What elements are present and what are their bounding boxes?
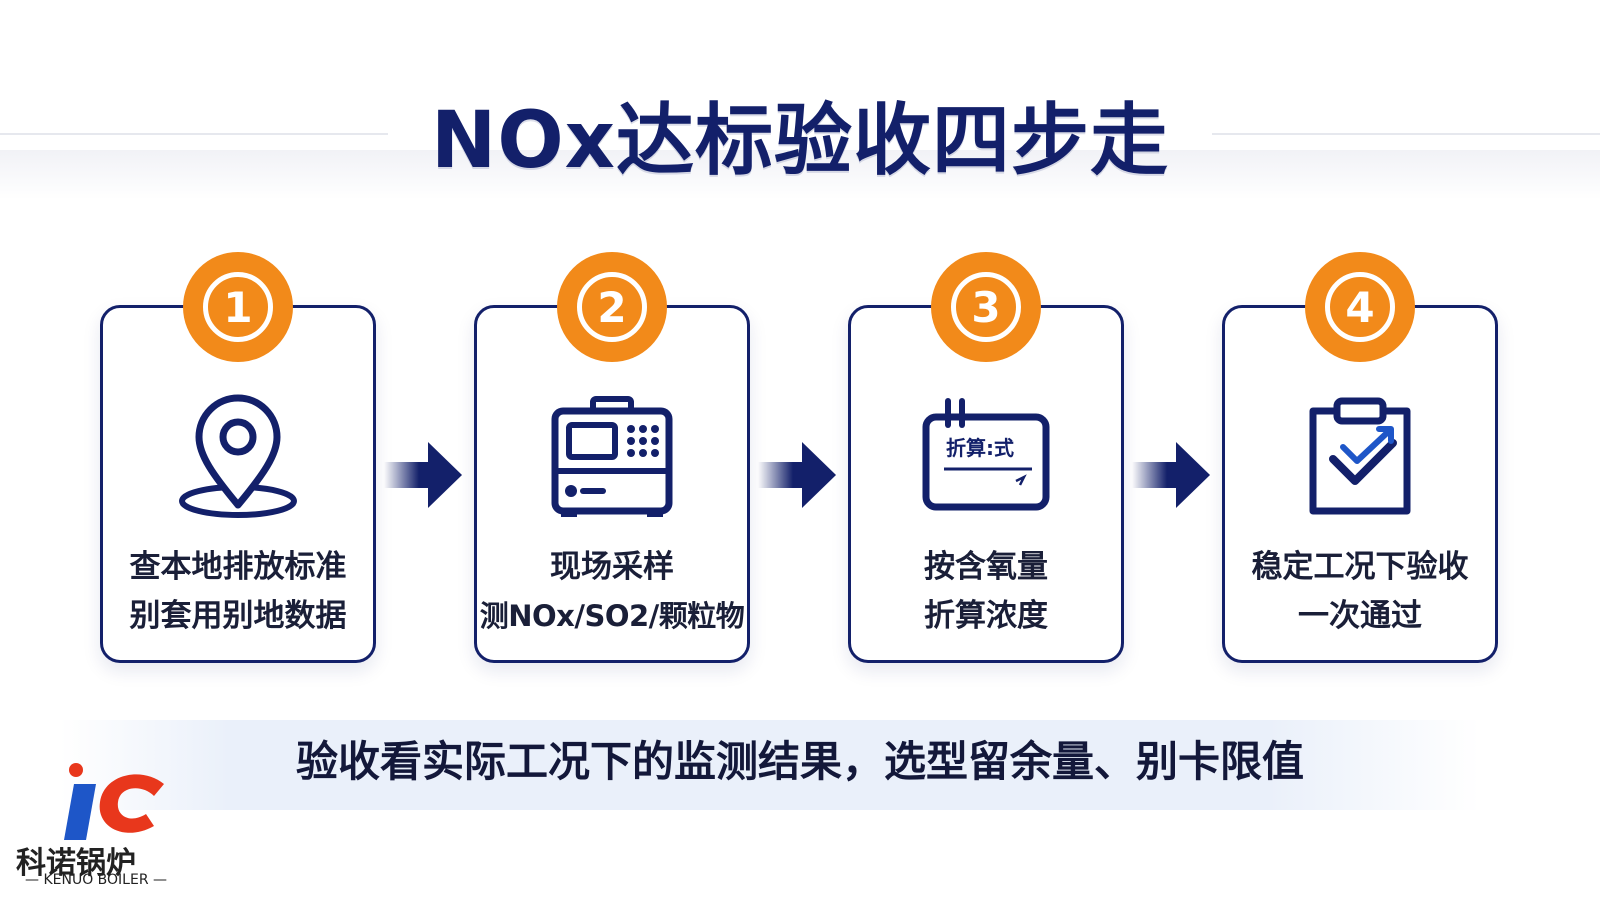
formula-text: 折算:式 [946, 436, 1014, 460]
page-title: NOx达标验收四步走 [431, 96, 1169, 186]
kenuo-logo-icon [64, 763, 164, 840]
logo-name: 科诺锅炉 [16, 846, 136, 881]
step-number-1: 1 [203, 272, 273, 342]
step-number-4: 4 [1325, 272, 1395, 342]
step-number-3: 3 [951, 272, 1021, 342]
step-1-line2: 别套用别地数据 [129, 598, 347, 634]
arrow-right-icon [384, 442, 462, 508]
gas-analyzer-icon [551, 396, 673, 517]
step-4-line2: 一次通过 [1298, 598, 1422, 634]
summary-text: 验收看实际工况下的监测结果，选型留余量、别卡限值 [295, 737, 1304, 786]
step-badge-4: 4 [1305, 252, 1415, 362]
step-card-4: 4 稳定工况下验收 一次通过 [1222, 252, 1498, 663]
arrow-right-icon [758, 442, 836, 508]
location-pin-icon [179, 394, 297, 518]
step-3-line1: 按含氧量 [924, 549, 1048, 585]
summary-banner [60, 720, 1480, 810]
arrow-right-icon [1132, 442, 1210, 508]
step-badge-3: 3 [931, 252, 1041, 362]
step-badge-1: 1 [183, 252, 293, 362]
clipboard-check-icon [1309, 397, 1411, 515]
step-4-line1: 稳定工况下验收 [1251, 549, 1469, 585]
step-3-line2: 折算浓度 [924, 598, 1048, 634]
step-badge-2: 2 [557, 252, 667, 362]
step-card-2: 2 现场采样 测NOx/SO2/颗粒物 [474, 252, 750, 663]
logo-subtitle: — KENUO BOILER — [25, 872, 167, 888]
step-number-2: 2 [577, 272, 647, 342]
title-divider-right [1212, 133, 1600, 135]
step-card-3: 3 折算:式 按含氧量 折算浓度 [848, 252, 1124, 663]
title-divider-left [0, 133, 388, 135]
step-card-1: 1 查本地排放标准 别套用别地数据 [100, 252, 376, 663]
step-1-line1: 查本地排放标准 [129, 549, 347, 585]
step-2-line2: 测NOx/SO2/颗粒物 [479, 599, 745, 633]
step-2-line1: 现场采样 [550, 549, 674, 585]
formula-board-icon: 折算:式 [922, 398, 1050, 511]
